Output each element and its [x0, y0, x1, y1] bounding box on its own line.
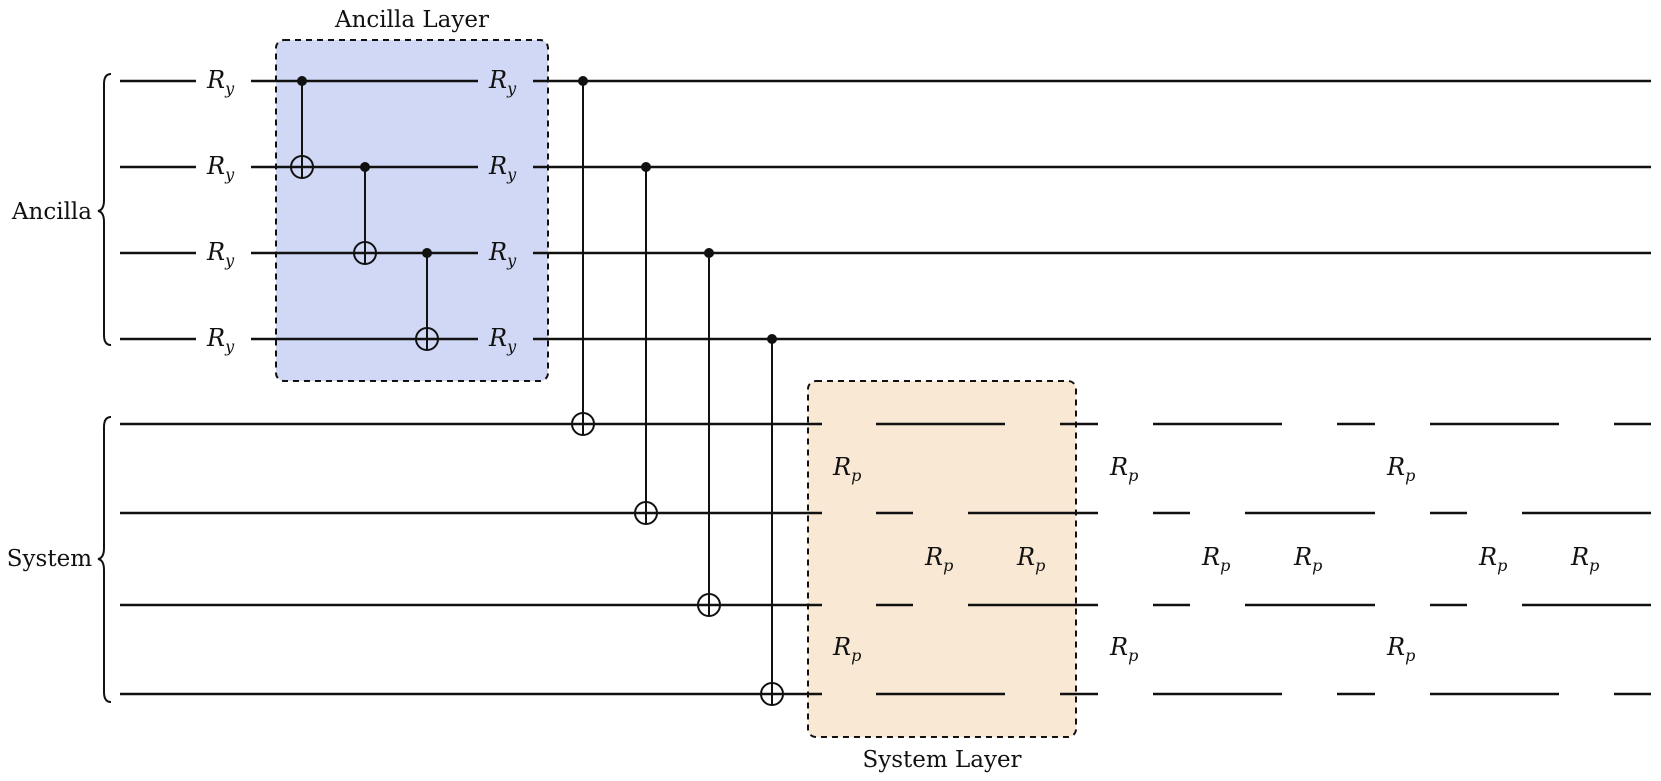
ry-gate: Ry: [206, 66, 235, 98]
rp-gate: Rp: [924, 543, 953, 575]
ancilla-brace: [97, 73, 112, 346]
rp-gate: Rp: [1386, 633, 1415, 665]
rp-gate: Rp: [832, 453, 861, 485]
cnot-a1-s1-target: [571, 412, 595, 436]
system-layer-title: System Layer: [862, 747, 1021, 773]
ancilla-layer-title: Ancilla Layer: [334, 7, 489, 33]
cnot-a1-a2-target: [290, 155, 314, 179]
ry-gate: Ry: [206, 152, 235, 184]
ry-gate: Ry: [488, 324, 517, 356]
cnot-a1-s1-control-dot: [578, 76, 588, 86]
cnot-a3-a4-target: [415, 327, 439, 351]
rp-gate: Rp: [832, 633, 861, 665]
rp-gate: Rp: [1478, 543, 1507, 575]
cnot-a3-s3-target: [697, 593, 721, 617]
rp-gate: Rp: [1109, 633, 1138, 665]
system-layer-box: [807, 380, 1077, 738]
ry-gate: Ry: [206, 238, 235, 270]
system-register-label: System: [7, 546, 92, 572]
rp-gate: Rp: [1109, 453, 1138, 485]
cnot-a2-a3-control-dot: [360, 162, 370, 172]
rp-gate: Rp: [1386, 453, 1415, 485]
cnot-a3-s3-control-dot: [704, 248, 714, 258]
rp-gate: Rp: [1201, 543, 1230, 575]
cnot-a3-a4-control-dot: [422, 248, 432, 258]
ry-gate: Ry: [206, 324, 235, 356]
cnot-a2-s2-control-dot: [641, 162, 651, 172]
ry-gate: Ry: [488, 152, 517, 184]
cnot-connections: [290, 76, 784, 706]
ry-gate: Ry: [488, 238, 517, 270]
cnot-a4-s4-target: [760, 682, 784, 706]
ancilla-register-label: Ancilla: [11, 199, 92, 225]
rp-gate: Rp: [1293, 543, 1322, 575]
ancilla-layer-box: [275, 39, 549, 382]
cnot-a2-a3-target: [353, 241, 377, 265]
system-brace: [97, 416, 112, 703]
cnot-a2-s2-target: [634, 501, 658, 525]
ry-gate: Ry: [488, 66, 517, 98]
rp-gate: Rp: [1016, 543, 1045, 575]
cnot-a1-a2-control-dot: [297, 76, 307, 86]
rp-gate: Rp: [1570, 543, 1599, 575]
cnot-a4-s4-control-dot: [767, 334, 777, 344]
